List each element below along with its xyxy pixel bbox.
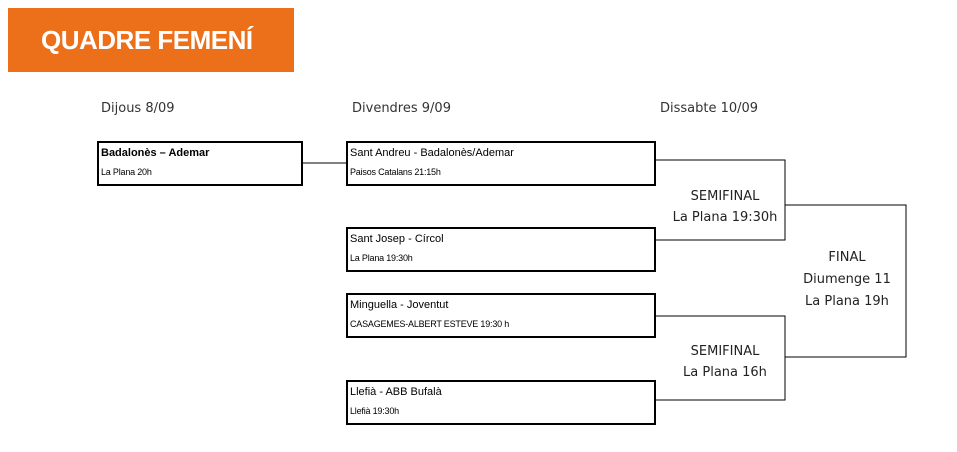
day-label-saturday: Dissabte 10/09 (660, 101, 759, 116)
final-date: Diumenge 11 (803, 272, 891, 287)
connector-final (785, 204, 907, 358)
match-box-2: Sant Andreu - Badalonès/Ademar Paisos Ca… (346, 141, 656, 186)
match-venue: Paisos Catalans 21:15h (350, 167, 441, 177)
match-venue: CASAGEMES-ALBERT ESTEVE 19:30 h (350, 319, 510, 329)
semifinal-title: SEMIFINAL (690, 189, 760, 204)
match-venue: La Plana 19:30h (350, 253, 413, 263)
match-box-3: Sant Josep - Círcol La Plana 19:30h (346, 227, 656, 272)
match-box-5: Llefià - ABB Bufalà Llefià 19:30h (346, 380, 656, 425)
page-title: QUADRE FEMENÍ (8, 8, 294, 72)
day-label-thursday: Dijous 8/09 (101, 101, 175, 116)
match-teams: Badalonès – Ademar (101, 147, 210, 159)
final-title: FINAL (828, 250, 866, 265)
connector-semifinal-bottom (655, 315, 786, 401)
semifinal-bottom-label: SEMIFINAL La Plana 16h (660, 341, 790, 383)
day-label-friday: Divendres 9/09 (352, 101, 451, 116)
final-venue: La Plana 19h (805, 294, 889, 309)
match-box-1: Badalonès – Ademar La Plana 20h (97, 141, 303, 186)
connector-semifinal-top (655, 159, 786, 241)
match-venue: La Plana 20h (101, 167, 152, 177)
semifinal-top-label: SEMIFINAL La Plana 19:30h (660, 186, 790, 228)
match-venue: Llefià 19:30h (350, 406, 399, 416)
semifinal-venue: La Plana 19:30h (672, 210, 778, 225)
final-label: FINAL Diumenge 11 La Plana 19h (792, 247, 902, 313)
semifinal-venue: La Plana 16h (683, 365, 767, 380)
match-teams: Sant Andreu - Badalonès/Ademar (350, 147, 514, 159)
match-teams: Sant Josep - Círcol (350, 233, 444, 245)
match-box-4: Minguella - Joventut CASAGEMES-ALBERT ES… (346, 293, 656, 338)
match-teams: Minguella - Joventut (350, 299, 449, 311)
semifinal-title: SEMIFINAL (690, 344, 760, 359)
match-teams: Llefià - ABB Bufalà (350, 386, 442, 398)
